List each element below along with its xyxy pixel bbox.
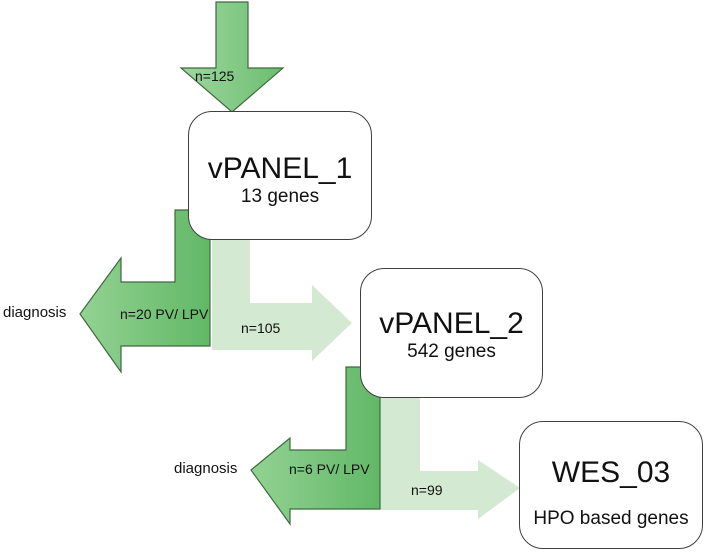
- continue-arrow-1: [212, 240, 352, 361]
- vpanel-2-title: vPANEL_2: [379, 307, 524, 340]
- continue-2-count-label: n=99: [411, 482, 443, 498]
- vpanel-1-subtitle: 13 genes: [240, 186, 320, 207]
- wes-03-box: WES_03 HPO based genes: [519, 421, 703, 549]
- input-arrow: [179, 1, 285, 113]
- continue-1-count-label: n=105: [241, 320, 281, 336]
- diagnosis-2-outcome: diagnosis: [174, 460, 238, 477]
- diagnosis-arrow-1: [79, 209, 211, 374]
- diagnosis-2-count-label: n=6 PV/ LPV: [289, 461, 370, 477]
- continue-arrow-2: [380, 398, 520, 519]
- diagnosis-1-count-label: n=20 PV/ LPV: [120, 306, 209, 322]
- vpanel-1-box: vPANEL_1 13 genes: [188, 111, 372, 240]
- input-count-label: n=125: [195, 68, 235, 84]
- diagnosis-1-outcome: diagnosis: [3, 304, 67, 321]
- vpanel-1-title: vPANEL_1: [207, 152, 353, 185]
- vpanel-2-box: vPANEL_2 542 genes: [360, 268, 543, 398]
- wes-03-title: WES_03: [551, 456, 671, 489]
- diagnosis-arrow-2: [250, 366, 381, 526]
- wes-03-subtitle: HPO based genes: [533, 508, 689, 529]
- vpanel-2-subtitle: 542 genes: [407, 341, 496, 362]
